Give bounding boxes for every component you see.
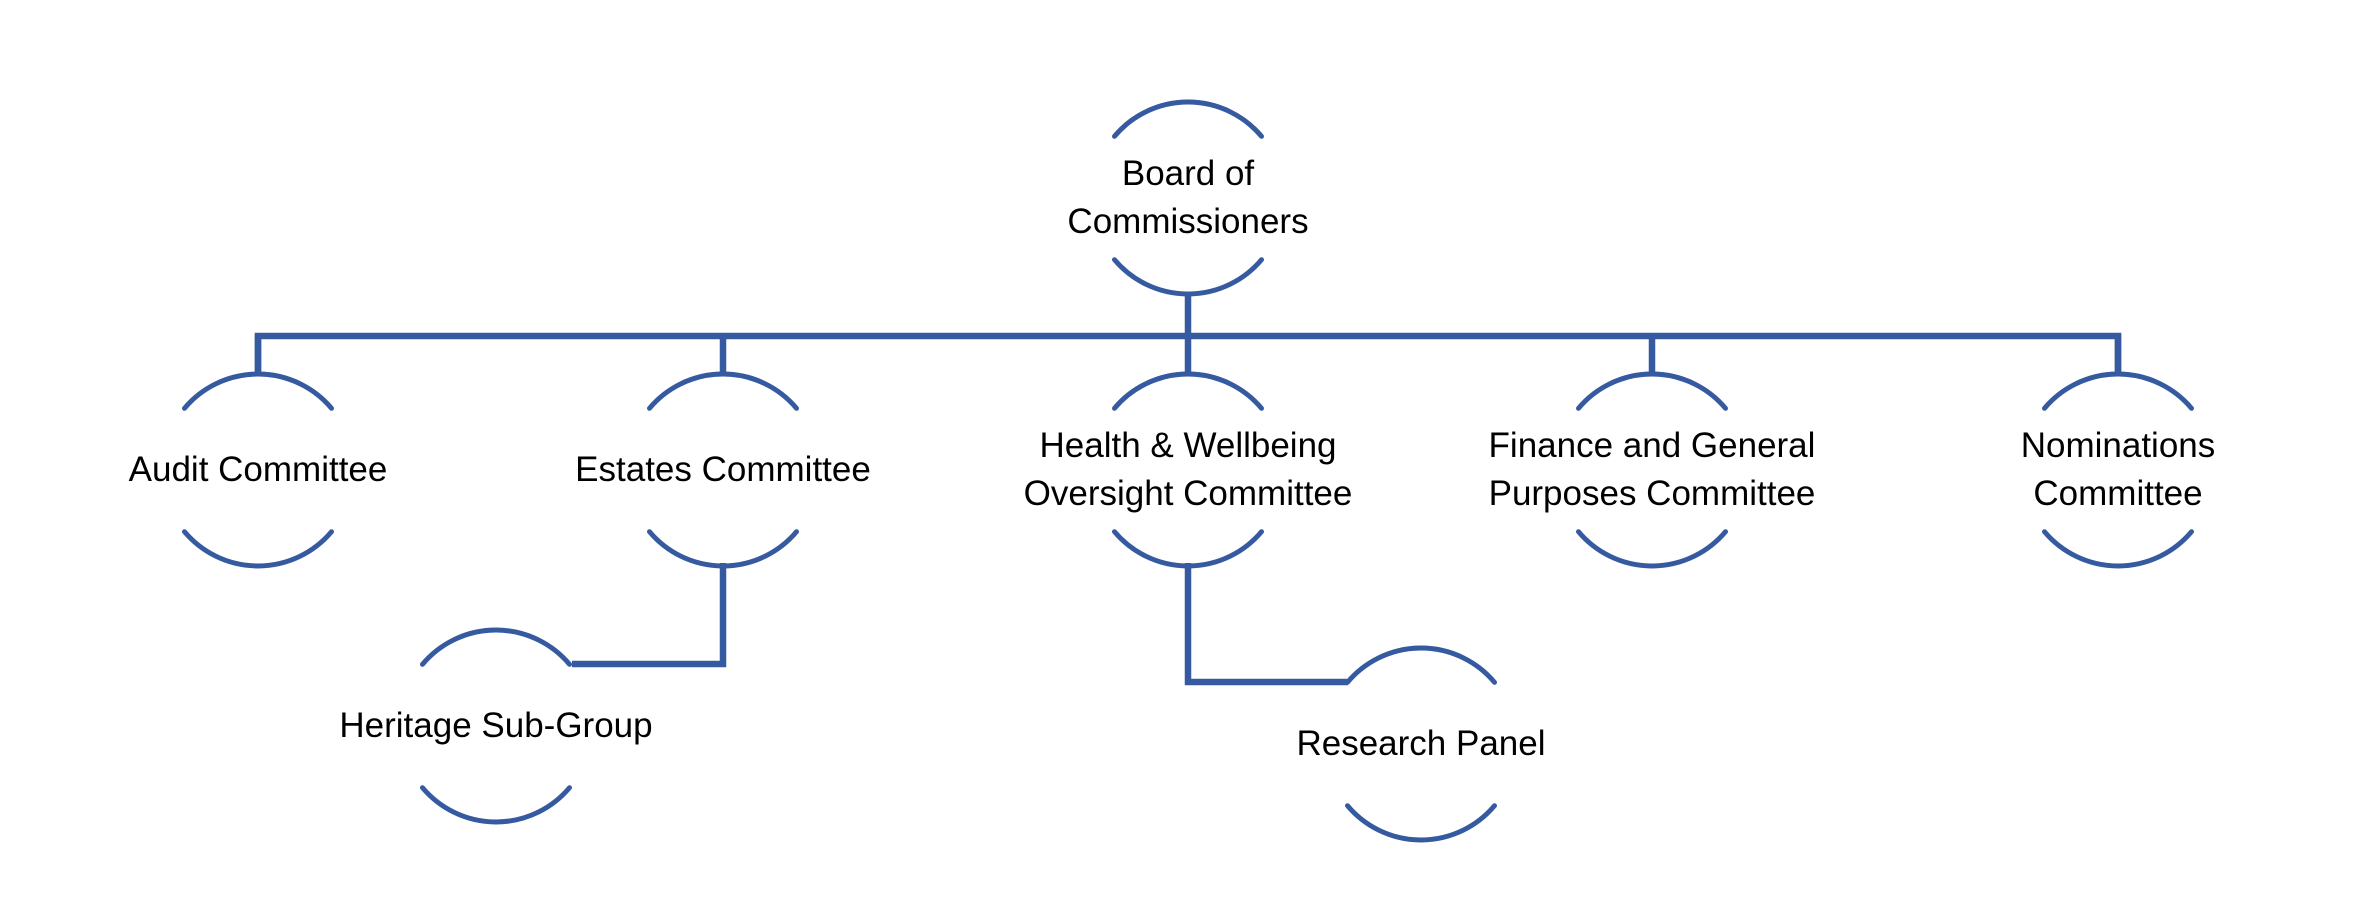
estates-circle-arc-bottom [647, 529, 799, 569]
node-health-wellbeing-oversight-committee: Health & Wellbeing Oversight Committee [1023, 426, 1353, 513]
node-heritage-sub-group: Heritage Sub-Group [339, 706, 653, 745]
health-research-connector [1184, 563, 1348, 686]
nominations-circle-arc-top [2042, 371, 2194, 411]
health-circle-arc-top [1112, 371, 1264, 411]
node-audit-committee: Audit Committee [128, 450, 388, 489]
board-circle-arc-top [1112, 99, 1264, 139]
connector-group [182, 99, 2194, 843]
board-circle-arc-bottom [1112, 257, 1264, 297]
heritage-circle-arc-top [420, 627, 572, 667]
finance-circle-arc-bottom [1576, 529, 1728, 569]
heritage-circle-arc-bottom [420, 785, 572, 825]
node-research-panel: Research Panel [1296, 724, 1546, 763]
audit-circle-arc-bottom [182, 529, 334, 569]
estates-circle-arc-top [647, 371, 799, 411]
node-nominations-committee: Nominations Committee [2020, 426, 2216, 513]
audit-circle-arc-top [182, 371, 334, 411]
research-circle-arc-bottom [1345, 803, 1497, 843]
node-finance-general-purposes-committee: Finance and General Purposes Committee [1488, 426, 1816, 513]
health-circle-arc-bottom [1112, 529, 1264, 569]
finance-circle-arc-top [1576, 371, 1728, 411]
node-estates-committee: Estates Committee [575, 450, 871, 489]
research-circle-arc-top [1345, 645, 1497, 685]
estates-heritage-connector [572, 563, 727, 668]
nominations-circle-arc-bottom [2042, 529, 2194, 569]
node-board-of-commissioners: Board of Commissioners [1067, 154, 1309, 241]
